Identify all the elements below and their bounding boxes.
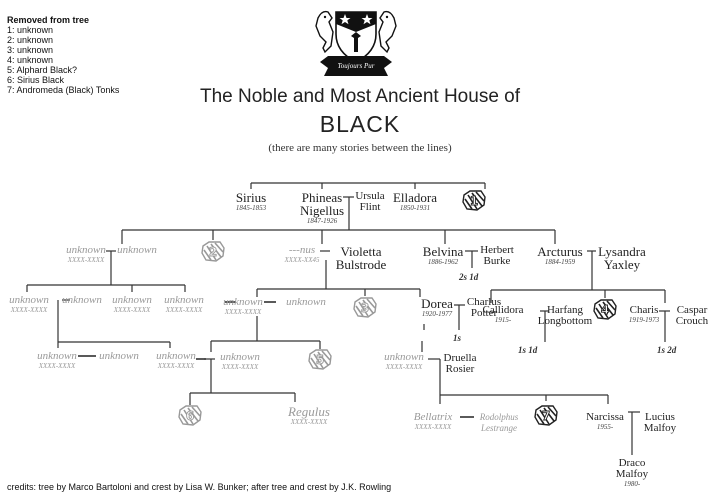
person-unknown: unknown XXXX-XXXX (220, 351, 260, 372)
person-unknown: unknown XXXX-XXXX (112, 294, 152, 315)
legend-item: 5: Alphard Black? (7, 65, 78, 75)
person-nus: ---nus XXXX-XX45 (284, 244, 320, 265)
person-unknown: unknown (99, 350, 139, 362)
person-unknown: unknown (117, 244, 157, 256)
svg-text:6: 6 (186, 409, 194, 423)
children-note: 1s 2d (657, 345, 677, 355)
page-title: The Noble and Most Ancient House of (199, 86, 521, 107)
person-herbert-burke: Herbert Burke (480, 244, 514, 267)
person-callidora: Callidora 1915- (482, 304, 524, 325)
person-arcturus: Arcturus 1884-1959 (537, 244, 583, 266)
burnt-badge-4-icon: 4 (593, 299, 617, 320)
legend-item: 1: unknown (7, 25, 54, 35)
legend-item: 3: unknown (7, 45, 54, 55)
page-subtitle: (there are many stories between the line… (268, 142, 452, 154)
person-lysandra-yaxley: Lysandra Yaxley (598, 244, 646, 272)
person-unknown: unknown XXXX-XXXX (223, 296, 263, 317)
person-belvina: Belvina 1886-1962 (422, 244, 464, 266)
person-phineas-nigellus: Phineas Nigellus 1847-1926 (299, 190, 345, 225)
legend-item: 7: Andromeda (Black) Tonks (7, 85, 120, 95)
person-unknown: unknown XXXX-XXXX (37, 350, 77, 371)
family-name: BLACK (319, 111, 401, 137)
person-sirius-elder: Sirius 1845-1853 (235, 190, 267, 212)
legend-item: 6: Sirius Black (7, 75, 65, 85)
svg-text:2: 2 (209, 245, 217, 259)
children-note: 2s 1d (459, 272, 479, 282)
legend-title: Removed from tree (7, 15, 90, 25)
svg-text:3: 3 (361, 301, 369, 315)
children-note: 1s 1d (518, 345, 538, 355)
person-violetta-bulstrode: Violetta Bulstrode (335, 244, 387, 272)
person-druella-rosier: Druella Rosier (443, 352, 477, 375)
person-narcissa: Narcissa 1955- (586, 411, 624, 432)
svg-text:4: 4 (601, 303, 609, 317)
burnt-badge-7-icon: 7 (534, 405, 558, 426)
black-family-crest-icon: Toujours Pur (315, 10, 397, 76)
person-unknown: unknown (286, 296, 326, 308)
person-regulus: Regulus XXXX-XXXX (288, 404, 330, 426)
person-unknown: unknown XXXX-XXXX (9, 294, 49, 315)
svg-text:7: 7 (542, 409, 550, 423)
person-unknown: unknown (62, 294, 102, 306)
children-note: 1s (453, 333, 462, 343)
person-unknown: unknown XXXX-XXXX (384, 351, 424, 372)
person-unknown: unknown XXXX-XXXX (164, 294, 204, 315)
person-dorea: Dorea 1920-1977 (421, 296, 453, 318)
person-charlus-potter: Charlus Potter (466, 296, 502, 319)
burnt-badge-2-icon: 2 (201, 241, 225, 262)
burnt-badge-1-icon: 1 (462, 190, 486, 211)
legend-item: 4: unknown (7, 55, 54, 65)
svg-text:1: 1 (470, 194, 478, 208)
person-caspar-crouch: Caspar Crouch (675, 304, 709, 327)
person-ursula-flint: Ursula Flint (355, 190, 385, 213)
legend-item: 2: unknown (7, 35, 54, 45)
burnt-badge-3-icon: 3 (353, 297, 377, 318)
person-unknown: unknown XXXX-XXXX (66, 244, 106, 265)
person-bellatrix: Bellatrix XXXX-XXXX (413, 411, 453, 432)
burnt-badge-6-icon: 6 (178, 405, 202, 426)
person-lucius-malfoy: Lucius Malfoy (643, 411, 677, 434)
svg-text:5: 5 (316, 353, 324, 367)
person-unknown: unknown XXXX-XXXX (156, 350, 196, 371)
person-rodolphus-lestrange: Rodolphus Lestrange (479, 412, 519, 433)
burnt-badge-5-icon: 5 (308, 349, 332, 370)
person-charis: Charis 1919-1973 (628, 304, 660, 325)
person-elladora: Elladora 1850-1931 (392, 190, 438, 212)
person-draco-malfoy: Draco Malfoy 1980- (615, 457, 649, 489)
removed-legend: Removed from tree 1: unknown 2: unknown … (7, 15, 119, 95)
crest-motto: Toujours Pur (338, 62, 375, 70)
credits-line: credits: tree by Marco Bartoloni and cre… (7, 482, 392, 492)
person-harfang-longbottom: Harfang Longbottom (537, 304, 593, 327)
